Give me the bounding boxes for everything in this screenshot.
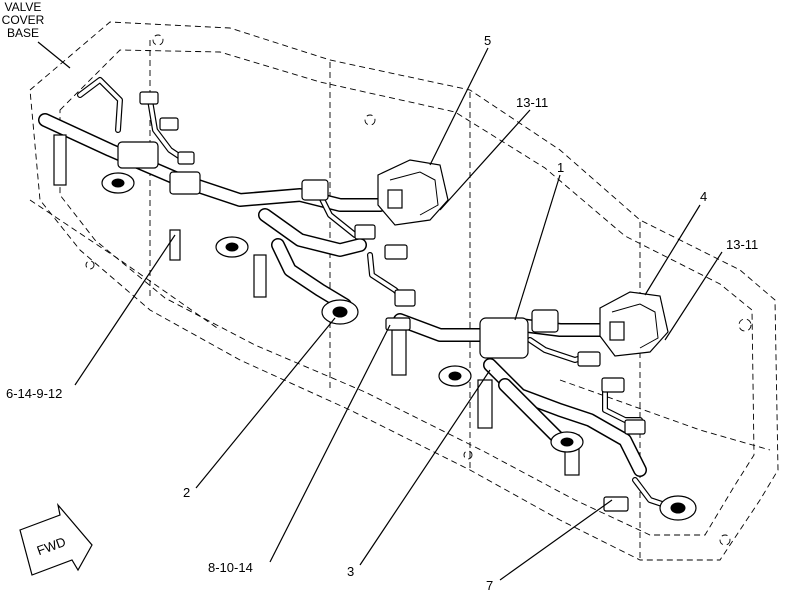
valve-cover-base-label-line1: VALVE [4,0,42,14]
clips [117,91,646,512]
callout-1: 1 [557,160,565,175]
mounting-studs [53,134,580,476]
callout-6-14-9-12: 6-14-9-12 [6,386,63,401]
callout-13-11-lower: 13-11 [726,237,759,252]
callout-13-11-upper: 13-11 [516,95,549,110]
connector-upper [377,159,449,226]
valve-cover-base-label-line3: BASE [6,26,39,40]
fwd-arrow [19,502,93,576]
branch-wires [77,77,683,513]
callout-3: 3 [347,564,355,579]
callout-5: 5 [484,33,492,48]
callout-2: 2 [183,485,191,500]
valve-cover-base-label: VALVE COVER BASE [0,1,46,40]
connector-lower [599,291,669,357]
callout-7: 7 [486,578,494,593]
callout-4: 4 [700,189,708,204]
grommets [101,172,697,521]
callout-8-10-14: 8-10-14 [208,560,253,575]
leader-lines [37,41,723,581]
valve-cover-base-label-line2: COVER [1,13,45,27]
